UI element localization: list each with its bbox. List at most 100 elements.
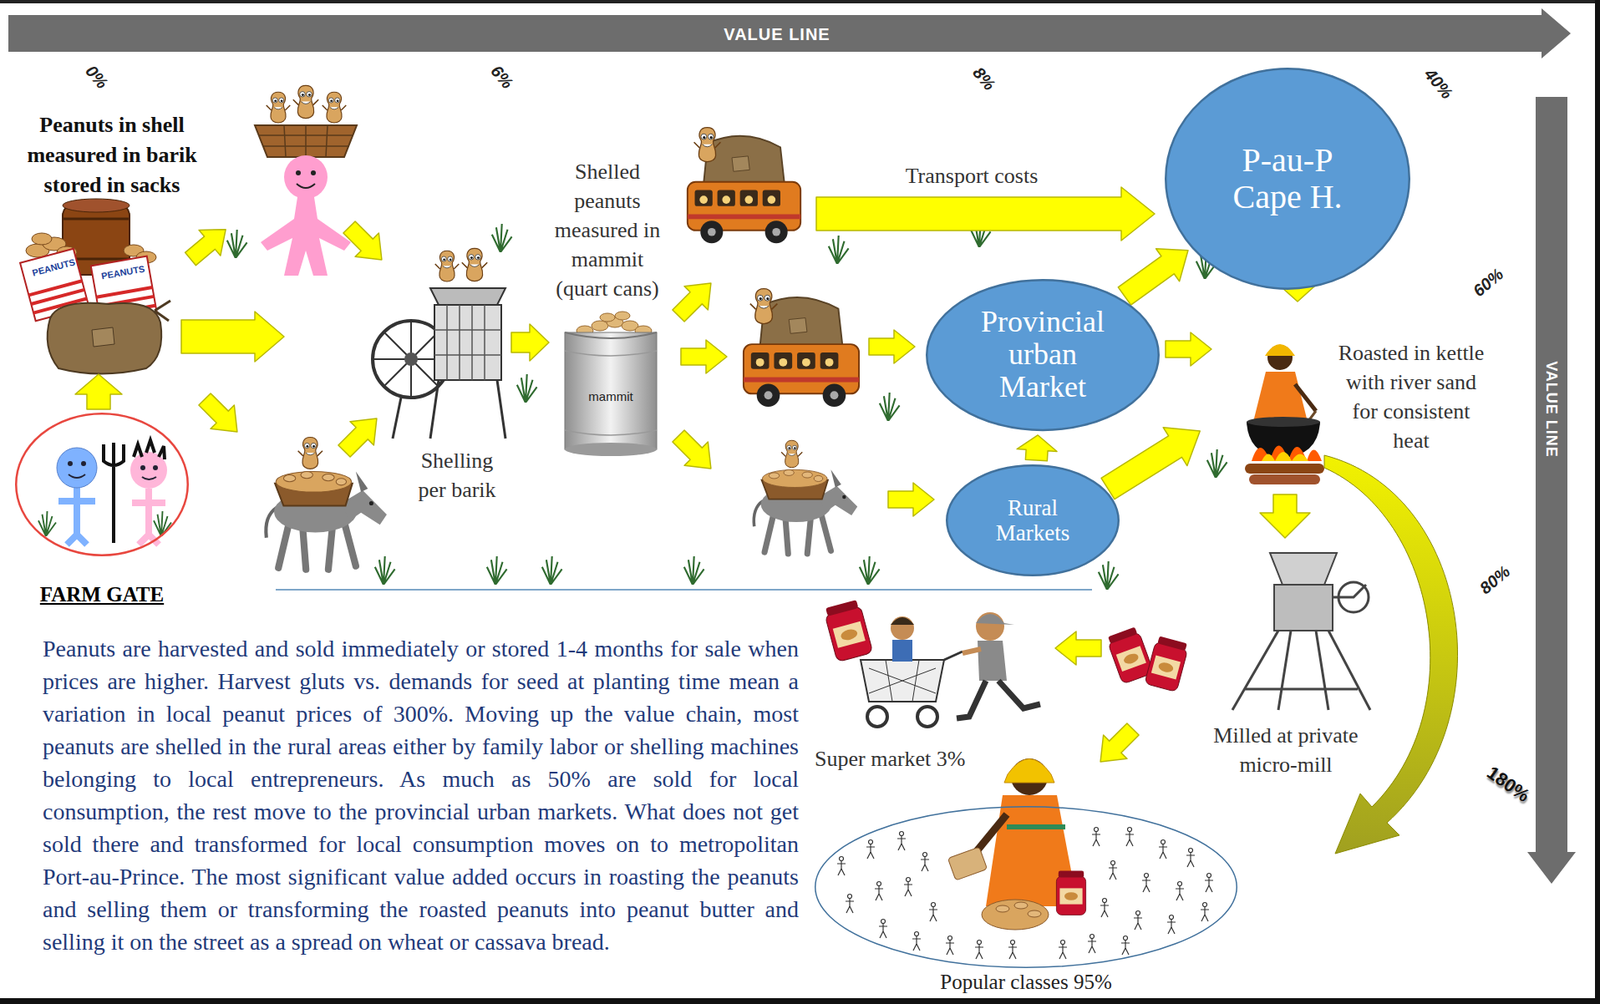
shelling-machine: [430, 288, 506, 305]
mammit-can: [564, 332, 657, 450]
vendor-woman: [981, 899, 1049, 930]
flow-arrow: [666, 271, 723, 328]
flow-arrow: [1088, 717, 1145, 774]
stick-figure: [904, 878, 913, 898]
rural-market-ellipse: Rural Markets: [945, 464, 1120, 577]
farmer-figure: [260, 197, 351, 276]
consumer-ellipse: Popular classes 95%: [814, 806, 1238, 999]
vendor-woman: [1014, 902, 1028, 910]
supermarket-shoppers: [892, 640, 913, 662]
shelling-machine: [372, 248, 506, 439]
roasting-woman: [1295, 384, 1316, 412]
supermarket-shoppers: [944, 651, 963, 661]
flow-arrow: [1117, 248, 1189, 305]
stick-figure: [1121, 936, 1130, 956]
stick-figure: [975, 940, 984, 960]
percent-label: 40%: [1412, 54, 1465, 112]
grass-tuft: [227, 229, 248, 259]
farmer-figure: [295, 170, 301, 176]
farmer-couple: [142, 477, 157, 480]
shelling-machine: [434, 304, 502, 381]
node-label: FARM GATE: [40, 581, 164, 609]
peanut-sacks: [47, 303, 163, 375]
roasting-woman: [1261, 452, 1309, 462]
farmer-couple: [152, 465, 158, 471]
grass-tuft: [38, 511, 56, 537]
grass-tuft: [517, 374, 538, 403]
supermarket-shoppers: [975, 614, 1015, 625]
stick-figure: [1100, 899, 1109, 919]
farmer-couple: [67, 461, 73, 467]
grass-tuft: [879, 392, 900, 422]
vendor-woman: [995, 905, 1010, 913]
flow-arrow: [332, 406, 389, 463]
stick-figure: [920, 853, 930, 873]
peanut-sacks: [20, 198, 171, 375]
farmer-figure: [293, 85, 319, 118]
flow-arrow: [75, 374, 122, 410]
mammit-can: [599, 313, 615, 322]
node-label: Provincial urban Market: [970, 305, 1117, 404]
percent-label: 180%: [1474, 756, 1542, 813]
supermarket-shoppers: [867, 706, 888, 727]
farmer-figure: [266, 91, 291, 123]
shelling-machine: [392, 380, 506, 439]
step-label: Shelled peanuts measured in mammit (quar…: [544, 157, 671, 304]
stick-figure: [897, 832, 906, 852]
stick-figure: [1092, 827, 1101, 848]
farmer-figure: [322, 91, 347, 123]
frame: [0, 998, 1600, 1004]
node-label: Popular classes 95%: [939, 970, 1113, 996]
roasting-woman: [1253, 371, 1308, 422]
grass-tuft: [542, 556, 563, 585]
percent-label: 60%: [1458, 255, 1517, 309]
farmer-figure: [254, 85, 357, 276]
node-label: Rural Markets: [986, 495, 1079, 546]
supermarket-shoppers: [822, 599, 1041, 727]
stick-figure: [878, 919, 888, 940]
roasting-woman: [1249, 474, 1321, 485]
node-text-area: FARM GATE: [15, 581, 189, 609]
farmer-couple: [133, 440, 165, 460]
supermarket-shoppers: [977, 640, 1007, 681]
percent-label: 8%: [957, 49, 1011, 107]
flow-arrow: [511, 324, 549, 361]
flow-arrow: [337, 215, 394, 272]
shelling-machine: [434, 304, 502, 381]
vendor-woman: [947, 847, 987, 881]
node-text-area: P-au-P Cape H.: [1164, 67, 1411, 290]
ellipse-outline: [1165, 68, 1410, 289]
stick-figure: [1125, 827, 1134, 848]
grass-tuft: [375, 556, 396, 585]
ellipse-outline: [946, 465, 1119, 576]
flow-arrow: [680, 340, 727, 374]
shelling-machine: [462, 248, 488, 281]
supermarket-shoppers: [822, 599, 874, 662]
farmer-couple: [58, 487, 96, 545]
stick-figure: [1204, 873, 1214, 894]
stick-figure: [929, 903, 938, 923]
stick-figure: [866, 840, 875, 860]
micro-mill: [1232, 553, 1371, 711]
flow-arrow: [868, 330, 915, 364]
grass-tuft: [859, 556, 880, 585]
grass-tuft: [828, 235, 849, 265]
supermarket-shoppers: [890, 617, 915, 625]
peanut-sacks: [31, 233, 52, 245]
peanut-sacks: [154, 300, 171, 321]
ellipse-outline: [926, 279, 1159, 431]
stick-figure: [1058, 940, 1067, 960]
flow-arrow: [816, 187, 1155, 241]
donkey: [753, 440, 858, 554]
micro-mill: [1332, 584, 1367, 598]
node-text-area: Popular classes 95%: [814, 970, 1238, 996]
grass-tuft: [684, 556, 705, 585]
bag-label: PEANUTS: [30, 256, 77, 279]
curved-flow-arrow: [1324, 455, 1458, 854]
vendor-woman: [947, 758, 1086, 930]
can-label: mammit: [568, 389, 653, 405]
farmer-figure: [259, 125, 353, 158]
mammit-can: [614, 311, 630, 320]
